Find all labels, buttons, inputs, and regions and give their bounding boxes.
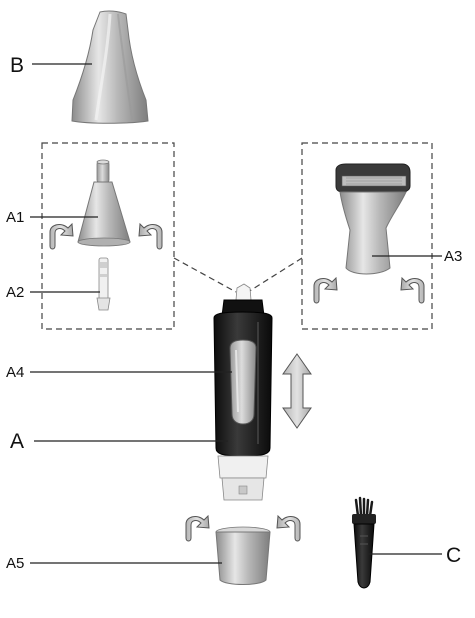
label-a4: A4 — [6, 364, 24, 381]
cleaning-brush-c — [352, 498, 376, 588]
rotate-arrow-icon — [50, 224, 73, 249]
rotate-arrow-icon — [314, 278, 337, 303]
switch-a4 — [230, 340, 256, 424]
rotate-arrow-icon — [186, 516, 209, 541]
rotate-arrow-icon — [139, 224, 162, 249]
battery-base — [218, 456, 268, 500]
rotate-arrow-icon — [401, 278, 424, 303]
label-a3: A3 — [444, 248, 462, 265]
nose-trimmer-head-a1 — [78, 160, 130, 246]
connector-right — [248, 258, 302, 292]
label-a5: A5 — [6, 555, 24, 572]
trimmer-head-a3 — [336, 164, 410, 274]
protective-cap-a5 — [216, 527, 270, 585]
up-down-arrow-icon — [283, 354, 311, 428]
cap-b-part — [72, 11, 148, 123]
blade-a2 — [97, 258, 110, 310]
connector-left — [174, 258, 236, 292]
label-c: C — [446, 544, 461, 567]
label-a2: A2 — [6, 284, 24, 301]
label-a1: A1 — [6, 209, 24, 226]
label-a: A — [10, 430, 24, 453]
label-b: B — [10, 54, 24, 77]
rotate-arrow-icon — [277, 516, 300, 541]
